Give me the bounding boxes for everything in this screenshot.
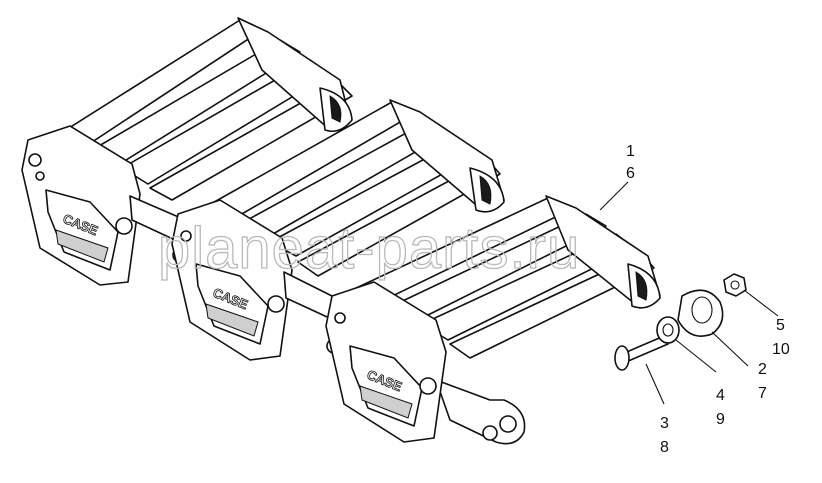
callout-9: 9 <box>716 411 725 428</box>
watermark: planeat-parts.ru <box>158 216 580 281</box>
pin-part-3 <box>614 335 669 371</box>
track-link-1: CASE <box>21 17 353 286</box>
callout-3: 3 <box>660 415 669 432</box>
callout-7: 7 <box>758 385 767 402</box>
leader-lines <box>599 181 779 405</box>
callout-10: 10 <box>772 341 790 358</box>
callout-6: 6 <box>626 165 635 182</box>
callout-5: 5 <box>776 317 785 334</box>
track-link-3: CASE <box>325 195 661 445</box>
callout-4-9: 4 9 <box>716 387 725 428</box>
link-plate-part-2 <box>677 289 724 337</box>
track-link-2: CASE <box>171 99 505 361</box>
callout-4: 4 <box>716 387 725 404</box>
callout-2-7: 2 7 <box>758 361 767 402</box>
nut-part-5 <box>723 273 747 297</box>
washer-part-4 <box>656 316 680 344</box>
callout-1: 1 <box>626 143 635 160</box>
callout-3-8: 3 8 <box>660 415 669 456</box>
callout-1-6: 1 6 <box>626 143 635 182</box>
callout-5-10: 5 10 <box>772 317 790 358</box>
callout-8: 8 <box>660 439 669 456</box>
callout-2: 2 <box>758 361 767 378</box>
